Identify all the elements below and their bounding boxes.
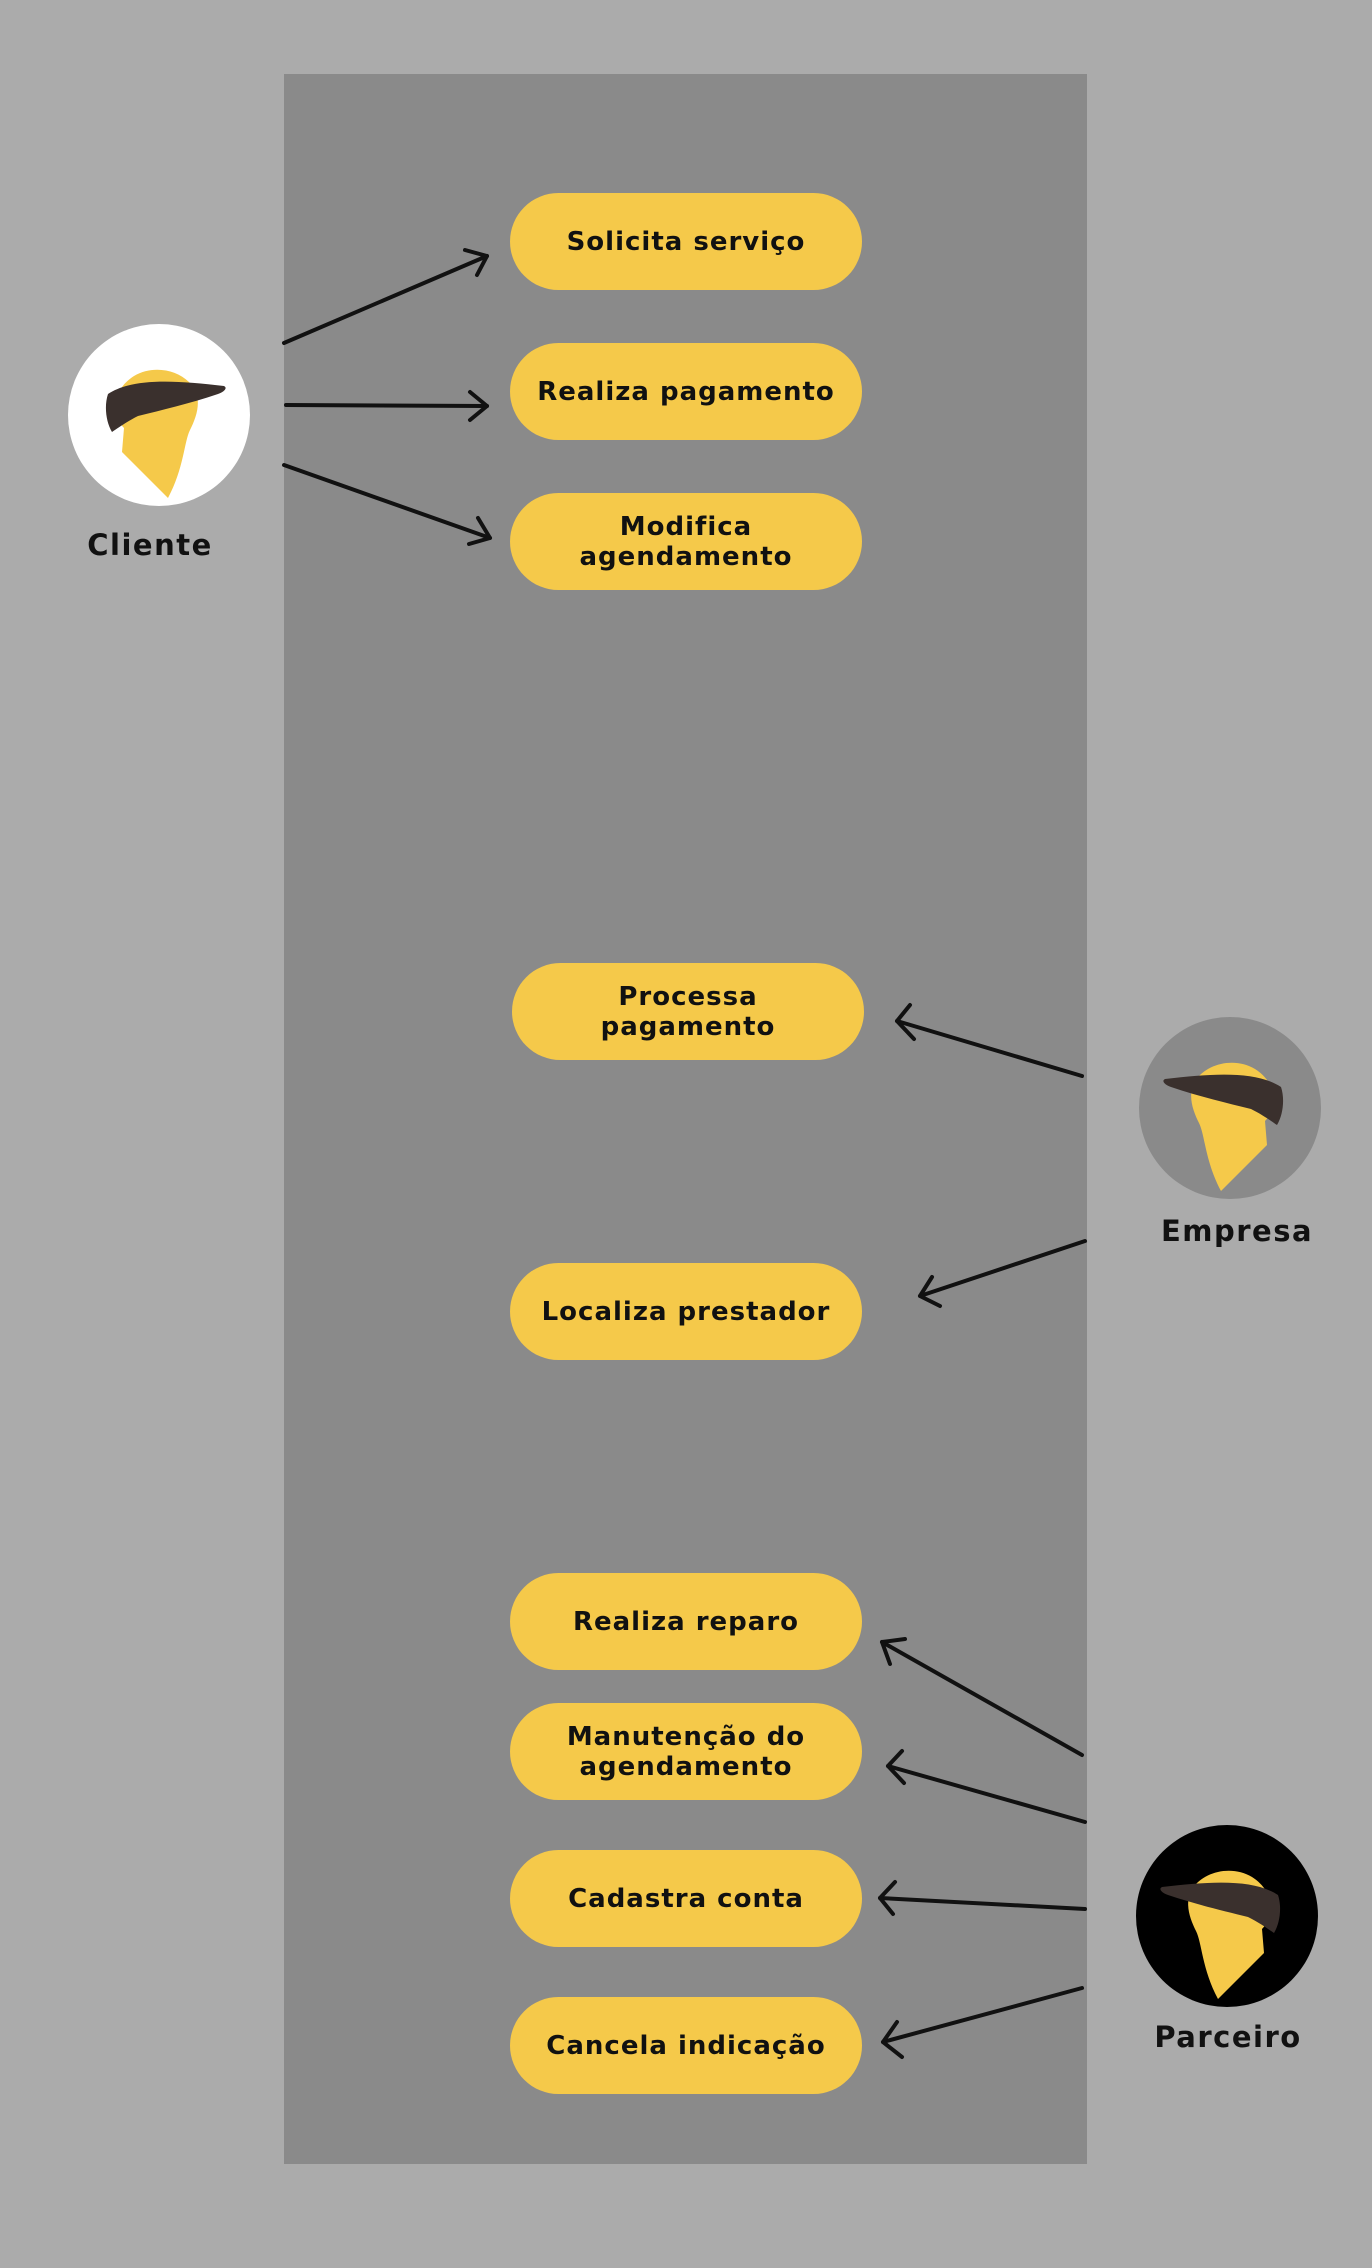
arrow-parceiro-manutencao-agendamento (886, 1749, 1087, 1824)
arrow-cliente-realiza-pagamento (284, 390, 489, 422)
actor-avatar (68, 324, 250, 506)
usecase-processa-pagamento: Processa pagamento (512, 963, 864, 1060)
usecase-realiza-reparo: Realiza reparo (510, 1573, 862, 1670)
actor-label-cliente: Cliente (87, 528, 213, 562)
actor-label-parceiro: Parceiro (1154, 2020, 1302, 2054)
usecase-modifica-agendamento: Modifica agendamento (510, 493, 862, 590)
actor-avatar (1136, 1825, 1318, 2007)
arrow-parceiro-cadastra-conta (878, 1880, 1087, 1916)
arrow-cliente-solicita-servico (282, 248, 489, 345)
actor-avatar (1139, 1017, 1321, 1199)
actor-label-empresa: Empresa (1160, 1214, 1314, 1248)
usecase-realiza-pagamento: Realiza pagamento (510, 343, 862, 440)
arrow-empresa-processa-pagamento (895, 1003, 1084, 1078)
usecase-localiza-prestador: Localiza prestador (510, 1263, 862, 1360)
arrow-parceiro-realiza-reparo (880, 1637, 1084, 1757)
usecase-cancela-indicacao: Cancela indicação (510, 1997, 862, 2094)
bird-logo-icon (1163, 1062, 1284, 1191)
bird-logo-icon (105, 369, 226, 498)
arrow-cliente-modifica-agendamento (282, 463, 492, 546)
usecase-solicita-servico: Solicita serviço (510, 193, 862, 290)
usecase-cadastra-conta: Cadastra conta (510, 1850, 862, 1947)
arrow-parceiro-cancela-indicacao (881, 1986, 1084, 2059)
usecase-manutencao-agendamento: Manutenção do agendamento (510, 1703, 862, 1800)
bird-logo-icon (1160, 1870, 1281, 1999)
arrow-empresa-localiza-prestador (918, 1239, 1087, 1308)
